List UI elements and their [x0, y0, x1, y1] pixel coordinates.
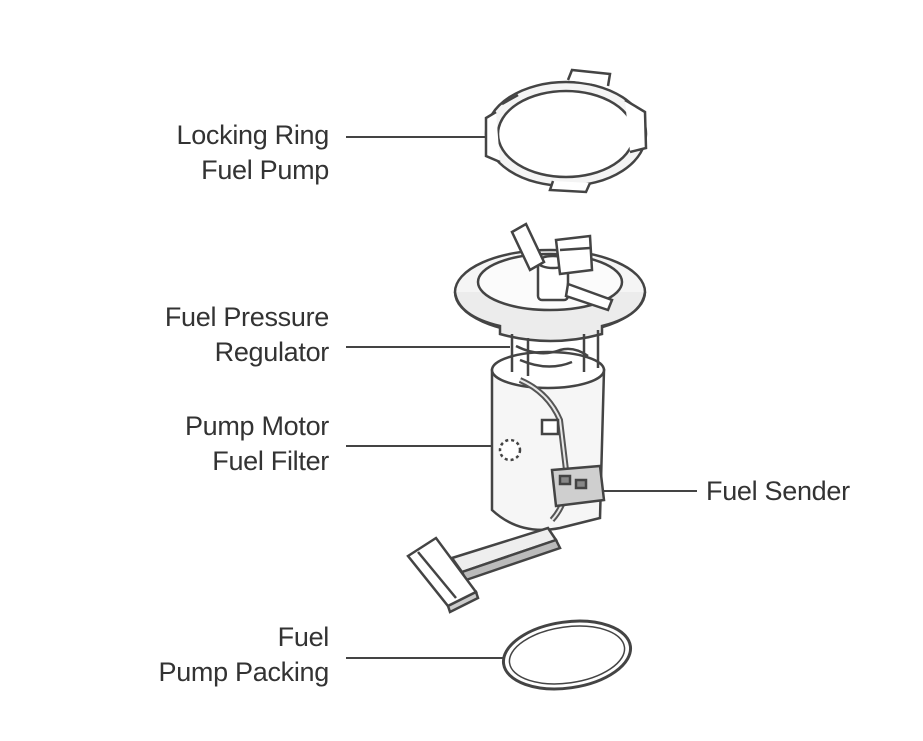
label-motor-filter-line2: Fuel Filter	[212, 446, 329, 476]
label-locking-ring-line2: Fuel Pump	[201, 155, 329, 185]
locking-ring-part	[484, 68, 648, 194]
label-fuel-pressure-regulator: Fuel Pressure Regulator	[165, 300, 329, 370]
pump-body-part	[490, 330, 606, 532]
label-locking-ring-fuel-pump: Locking Ring Fuel Pump	[177, 118, 330, 188]
label-fuel-pump-packing: Fuel Pump Packing	[159, 620, 330, 690]
pump-flange-part	[453, 222, 647, 343]
label-pump-packing-line2: Pump Packing	[158, 657, 330, 687]
float-arm-part	[406, 526, 562, 614]
pump-packing-part	[501, 619, 633, 691]
label-pump-packing-line1: Fuel	[277, 622, 330, 652]
label-pump-motor-fuel-filter: Pump Motor Fuel Filter	[185, 409, 329, 479]
label-fuel-sender: Fuel Sender	[706, 474, 850, 509]
label-motor-filter-line1: Pump Motor	[184, 411, 329, 441]
label-pressure-regulator-line2: Regulator	[214, 337, 330, 367]
label-locking-ring-line1: Locking Ring	[176, 120, 330, 150]
label-fuel-sender-text: Fuel Sender	[706, 476, 850, 506]
label-pressure-regulator-line1: Fuel Pressure	[164, 302, 329, 332]
